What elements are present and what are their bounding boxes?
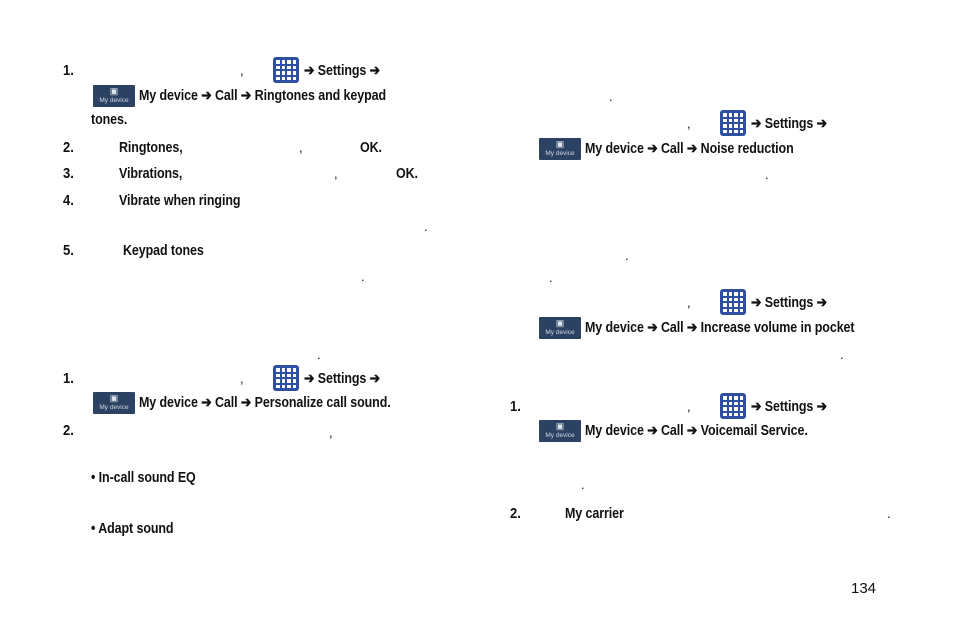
my-device-icon: ▣My device <box>539 138 581 160</box>
period: . <box>317 347 321 362</box>
apps-grid-icon <box>273 365 299 391</box>
in-call-sound-eq-bullet: • In-call sound EQ <box>91 470 196 486</box>
menu-path: My device ➔ Call ➔ Ringtones and keypad <box>139 88 386 104</box>
period: . <box>609 89 613 104</box>
my-device-icon: ▣My device <box>539 420 581 442</box>
settings-path: ➔ Settings ➔ <box>304 371 381 387</box>
ok-label: OK. <box>396 166 418 182</box>
keypad-tones-option: Keypad tones <box>123 243 204 259</box>
ringtones-option: Ringtones, <box>119 140 183 156</box>
ok-label: OK. <box>360 140 382 156</box>
adapt-sound-bullet: • Adapt sound <box>91 521 174 537</box>
step-number: 1. <box>63 63 74 79</box>
my-device-icon: ▣My device <box>93 392 135 414</box>
comma: , <box>240 63 244 78</box>
period: . <box>361 269 365 284</box>
my-device-icon: ▣My device <box>93 85 135 107</box>
menu-path-continued: tones. <box>91 112 128 128</box>
step-number: 1. <box>510 399 521 415</box>
step-number: 2. <box>510 506 521 522</box>
period: . <box>840 347 844 362</box>
menu-path: My device ➔ Call ➔ Increase volume in po… <box>585 320 855 336</box>
step-number: 1. <box>63 371 74 387</box>
period: . <box>549 270 553 285</box>
page-number: 134 <box>851 580 877 597</box>
vibrations-option: Vibrations, <box>119 166 183 182</box>
period: . <box>887 506 891 521</box>
menu-path: My device ➔ Call ➔ Noise reduction <box>585 141 794 157</box>
settings-path: ➔ Settings ➔ <box>751 399 828 415</box>
comma: , <box>329 425 333 440</box>
menu-path: My device ➔ Call ➔ Voicemail Service. <box>585 423 808 439</box>
apps-grid-icon <box>273 57 299 83</box>
vibrate-when-ringing-option: Vibrate when ringing <box>119 193 241 209</box>
period: . <box>581 477 585 492</box>
apps-grid-icon <box>720 289 746 315</box>
comma: , <box>687 399 691 414</box>
my-carrier-option: My carrier <box>565 506 624 522</box>
settings-path: ➔ Settings ➔ <box>751 295 828 311</box>
comma: , <box>687 295 691 310</box>
menu-path: My device ➔ Call ➔ Personalize call soun… <box>139 395 391 411</box>
my-device-icon: ▣My device <box>539 317 581 339</box>
settings-path: ➔ Settings ➔ <box>751 116 828 132</box>
comma: , <box>334 166 338 181</box>
step-number: 5. <box>63 243 74 259</box>
step-number: 3. <box>63 166 74 182</box>
comma: , <box>687 116 691 131</box>
period: . <box>625 248 629 263</box>
apps-grid-icon <box>720 110 746 136</box>
comma: , <box>240 371 244 386</box>
apps-grid-icon <box>720 393 746 419</box>
comma: , <box>299 140 303 155</box>
step-number: 4. <box>63 193 74 209</box>
period: . <box>765 167 769 182</box>
settings-path: ➔ Settings ➔ <box>304 63 381 79</box>
step-number: 2. <box>63 140 74 156</box>
step-number: 2. <box>63 423 74 439</box>
period: . <box>424 219 428 234</box>
